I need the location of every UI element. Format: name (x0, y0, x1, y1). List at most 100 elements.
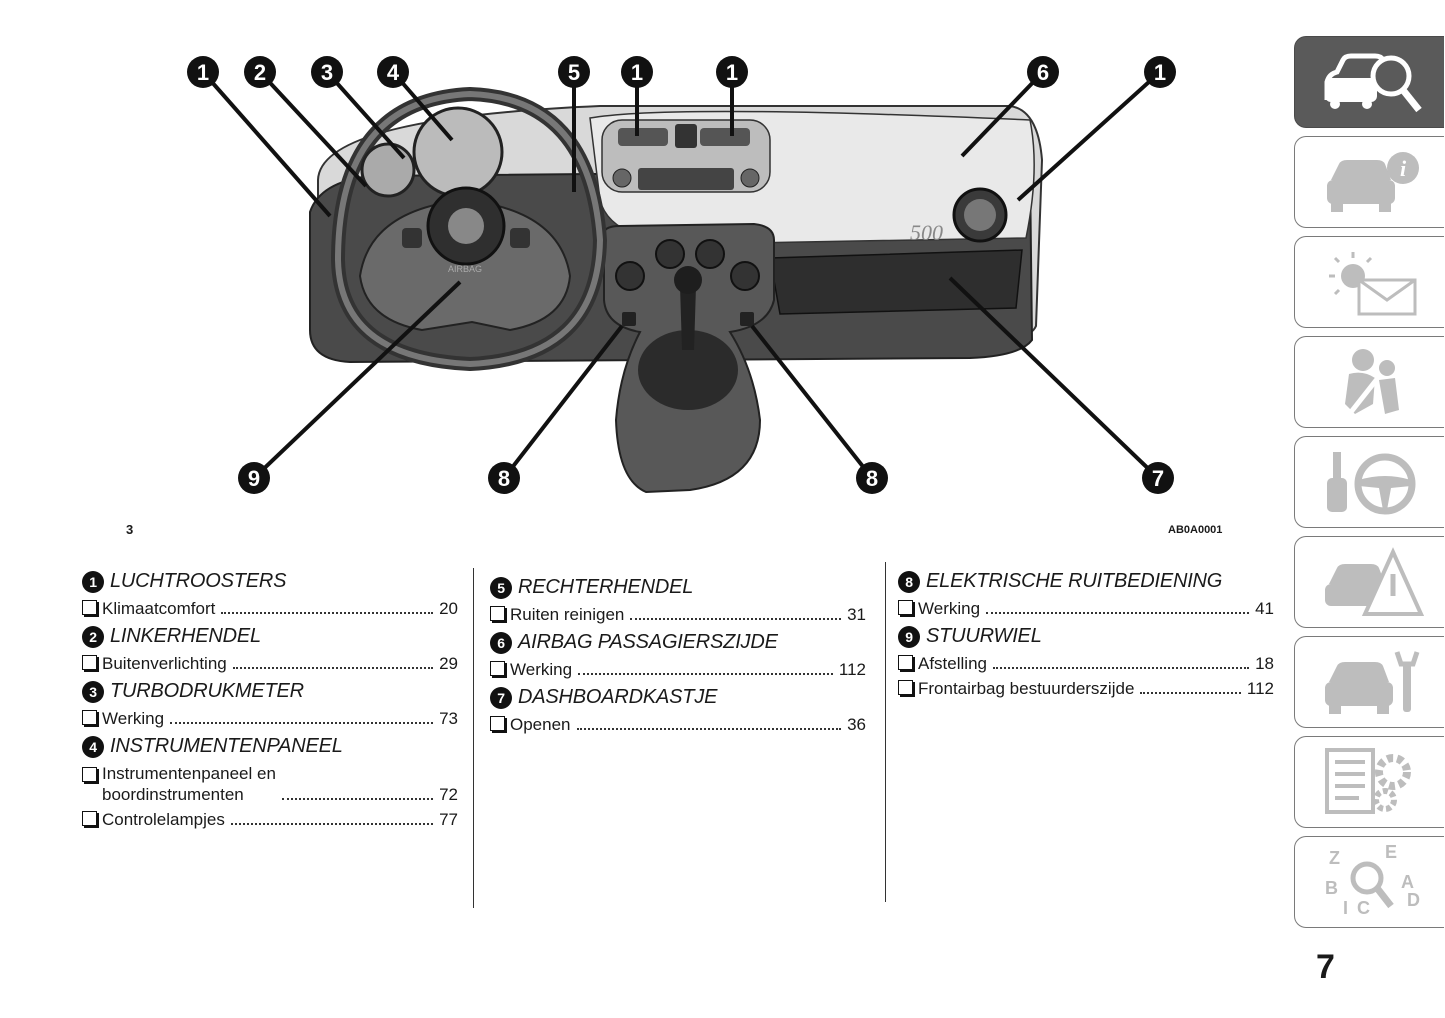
svg-text:1: 1 (726, 60, 738, 85)
svg-text:1: 1 (1154, 60, 1166, 85)
checkbox-bullet-icon (82, 767, 97, 782)
checkbox-bullet-icon (490, 661, 505, 676)
svg-text:8: 8 (866, 466, 878, 491)
entry-label: Werking (918, 599, 981, 618)
svg-text:D: D (1407, 890, 1420, 910)
index-entry-link[interactable]: Werking 41 (898, 598, 1274, 619)
svg-text:3: 3 (321, 60, 333, 85)
entry-label: Controlelampjes (102, 810, 225, 829)
checkbox-bullet-icon (898, 600, 913, 615)
section-number-badge: 7 (490, 686, 512, 709)
callout-1-right: 1 (1144, 56, 1176, 88)
tab-technical-data[interactable] (1294, 736, 1444, 828)
callout-1-center-left: 1 (621, 56, 653, 88)
callout-2: 2 (244, 56, 276, 88)
svg-text:1: 1 (631, 60, 643, 85)
section-number-badge: 4 (82, 735, 104, 758)
column-divider-1 (473, 568, 474, 908)
entry-label-line2: boordinstrumenten (102, 785, 244, 804)
section-title: RECHTERHENDEL (518, 576, 694, 598)
tab-maintenance[interactable] (1294, 636, 1444, 728)
svg-text:9: 9 (248, 466, 260, 491)
figure-number: 3 (126, 522, 134, 537)
callout-3: 3 (311, 56, 343, 88)
tab-car-info[interactable]: i (1294, 136, 1444, 228)
svg-text:C: C (1357, 898, 1370, 918)
entry-page: 29 (439, 654, 458, 673)
callout-7: 7 (1142, 462, 1174, 494)
car-inspection-icon (1324, 53, 1422, 113)
tab-car-inspection[interactable] (1294, 36, 1444, 128)
checkbox-bullet-icon (82, 600, 97, 615)
column-divider-2 (885, 562, 886, 902)
svg-text:4: 4 (387, 60, 400, 85)
section-number-badge: 5 (490, 576, 512, 599)
entry-page: 41 (1255, 599, 1274, 618)
index-entry-link[interactable]: Buitenverlichting 29 (82, 653, 458, 674)
checkbox-bullet-icon (490, 716, 505, 731)
tab-warning-lights[interactable] (1294, 236, 1444, 328)
section-title: INSTRUMENTENPANEEL (110, 735, 343, 757)
tab-emergency[interactable] (1294, 536, 1444, 628)
callout-1-top-left: 1 (187, 56, 219, 88)
section-number-badge: 8 (898, 570, 920, 593)
section-dashboardkastje: 7 DASHBOARDKASTJE Openen 36 (490, 686, 866, 735)
tab-safety[interactable] (1294, 336, 1444, 428)
section-title: ELEKTRISCHE RUITBEDIENING (926, 570, 1223, 592)
entry-label: Ruiten reinigen (510, 605, 625, 624)
section-number-badge: 6 (490, 631, 512, 654)
section-title: LINKERHENDEL (110, 625, 261, 647)
warning-light-message-icon (1328, 252, 1416, 316)
callout-6: 6 (1027, 56, 1059, 88)
section-number-badge: 1 (82, 570, 104, 593)
index-entry-link[interactable]: Openen 36 (490, 714, 866, 735)
callout-1-center-right: 1 (716, 56, 748, 88)
callout-5: 5 (558, 56, 590, 88)
logo-500-mark: 500 (910, 220, 943, 245)
car-info-icon: i (1326, 152, 1419, 212)
callout-8-right: 8 (856, 462, 888, 494)
entry-label: Buitenverlichting (102, 654, 227, 673)
section-number-badge: 9 (898, 625, 920, 648)
tab-starting-driving[interactable] (1294, 436, 1444, 528)
page-number: 7 (1316, 948, 1335, 986)
section-title: LUCHTROOSTERS (110, 570, 287, 592)
checkbox-bullet-icon (898, 655, 913, 670)
checkbox-bullet-icon (82, 710, 97, 725)
section-title: DASHBOARDKASTJE (518, 686, 718, 708)
index-entry-link[interactable]: Frontairbag bestuurderszijde 112 (898, 678, 1274, 699)
entry-page: 36 (847, 715, 866, 734)
entry-label: Frontairbag bestuurderszijde (918, 679, 1135, 698)
entry-page: 18 (1255, 654, 1274, 673)
svg-text:7: 7 (1152, 466, 1164, 491)
key-steering-wheel-icon (1326, 452, 1415, 515)
callout-9: 9 (238, 462, 270, 494)
callout-markers: 1 2 3 4 5 1 1 6 1 9 8 8 7 (187, 56, 1176, 494)
checkbox-bullet-icon (898, 680, 913, 695)
entry-page: 20 (439, 599, 458, 618)
entry-label: Instrumentenpaneel en (102, 764, 276, 783)
entry-label: Werking (102, 709, 165, 728)
svg-text:8: 8 (498, 466, 510, 491)
svg-text:5: 5 (568, 60, 580, 85)
entry-label: Openen (510, 715, 571, 734)
entry-page: 112 (1246, 679, 1274, 698)
svg-text:I: I (1343, 898, 1348, 918)
callout-4: 4 (377, 56, 409, 88)
entry-page: 112 (838, 660, 866, 679)
callout-8-left: 8 (488, 462, 520, 494)
section-title: STUURWIEL (926, 625, 1042, 647)
